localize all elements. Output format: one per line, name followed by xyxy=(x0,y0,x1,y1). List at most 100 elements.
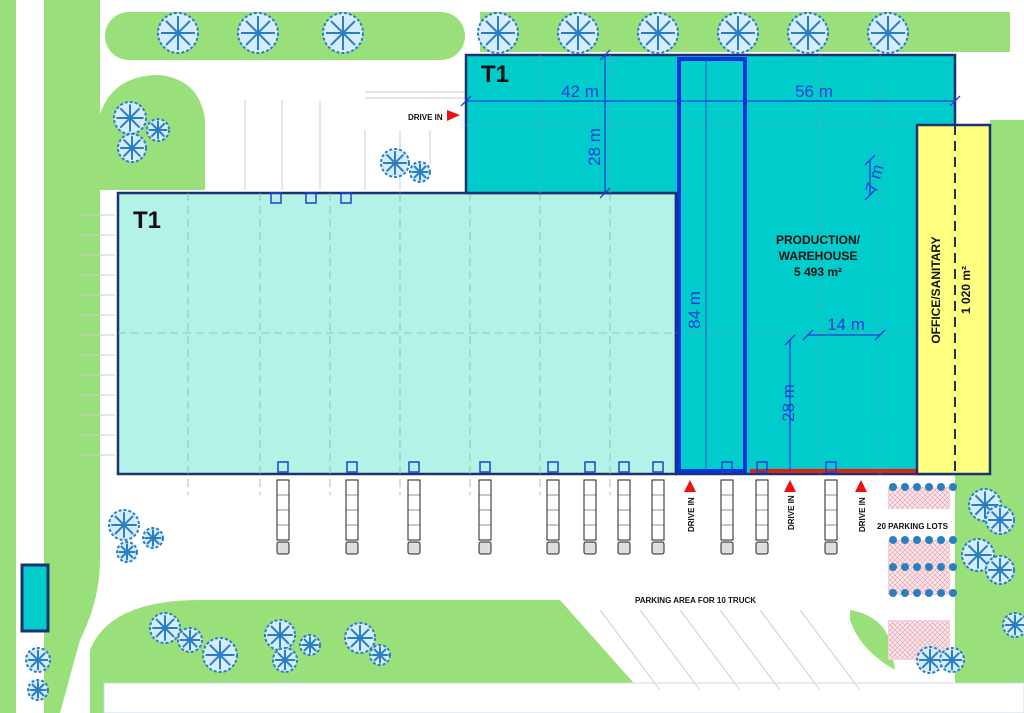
bollard xyxy=(913,536,921,544)
tree-icon xyxy=(264,619,296,651)
tree-icon xyxy=(916,646,944,674)
bollard xyxy=(949,536,957,544)
drive-in-label-top: DRIVE IN xyxy=(408,113,443,122)
bollard xyxy=(925,563,933,571)
tree-icon xyxy=(985,505,1015,535)
tree-icon xyxy=(557,12,599,54)
gate-booth xyxy=(20,563,50,633)
bollard xyxy=(913,589,921,597)
dimension-42m: 42 m xyxy=(561,82,599,101)
dock-door xyxy=(340,192,352,204)
bollard xyxy=(925,483,933,491)
dock-door xyxy=(479,461,491,473)
tree-icon xyxy=(25,647,51,673)
dock-door xyxy=(408,461,420,473)
tree-icon xyxy=(787,12,829,54)
dock-door xyxy=(346,461,358,473)
bollard xyxy=(901,483,909,491)
tree-icon xyxy=(157,12,199,54)
tree-icon xyxy=(202,637,238,673)
dock-door xyxy=(618,461,630,473)
grid-lines-teal xyxy=(466,55,955,474)
truck-icon xyxy=(407,479,421,555)
bollard xyxy=(937,589,945,597)
tree-icon xyxy=(409,161,431,183)
tree-icon xyxy=(344,622,376,654)
t1-label-top: T1 xyxy=(481,61,509,88)
bollard xyxy=(949,589,957,597)
tree-icon xyxy=(322,12,364,54)
office-title: OFFICE/SANITARY xyxy=(929,236,943,343)
dimension-14m: 14 m xyxy=(827,315,865,334)
tree-icon xyxy=(867,12,909,54)
dock-door xyxy=(825,461,837,473)
dock-door xyxy=(756,461,768,473)
tree-icon xyxy=(117,133,147,163)
road-bottom xyxy=(103,682,1024,713)
tree-icon xyxy=(1002,612,1024,638)
parking-stripes xyxy=(80,91,861,691)
bollard xyxy=(937,483,945,491)
building-production-warehouse xyxy=(464,53,957,476)
bollard xyxy=(949,563,957,571)
truck-parking-label: PARKING AREA FOR 10 TRUCK xyxy=(635,596,756,605)
bollard xyxy=(925,589,933,597)
bollard xyxy=(925,536,933,544)
tree-icon xyxy=(477,12,519,54)
bollard xyxy=(913,483,921,491)
drive-in-arrows-bottom xyxy=(684,480,867,492)
production-title-2: WAREHOUSE xyxy=(779,249,858,263)
tree-icon xyxy=(237,12,279,54)
building-t1-storage xyxy=(116,191,678,476)
truck-icon xyxy=(583,479,597,555)
trees xyxy=(25,12,1024,701)
dock-door xyxy=(547,461,559,473)
tree-icon xyxy=(985,555,1015,585)
tree-icon xyxy=(116,541,138,563)
dimension-56m: 56 m xyxy=(795,82,833,101)
bollard xyxy=(913,563,921,571)
t1-label-left: T1 xyxy=(133,207,161,234)
bollard xyxy=(949,483,957,491)
truck-icon xyxy=(345,479,359,555)
dock-door xyxy=(584,461,596,473)
parking-lots-label: 20 PARKING LOTS xyxy=(877,522,949,531)
bollard xyxy=(889,536,897,544)
loading-docks xyxy=(270,192,837,473)
dimension-28m-bottom: 28 m xyxy=(779,384,798,422)
dimension-84m: 84 m xyxy=(685,291,704,329)
dock-door xyxy=(277,461,289,473)
tree-icon xyxy=(380,148,410,178)
truck-icon xyxy=(546,479,560,555)
tree-icon xyxy=(149,612,181,644)
drive-in-label-2: DRIVE IN xyxy=(787,495,796,530)
bollard xyxy=(889,563,897,571)
tree-icon xyxy=(27,679,49,701)
bollard xyxy=(937,563,945,571)
truck-icon xyxy=(276,479,290,555)
production-area: 5 493 m² xyxy=(794,265,842,279)
truck-icon xyxy=(478,479,492,555)
car-parking xyxy=(888,483,957,660)
dock-door xyxy=(270,192,282,204)
tree-icon xyxy=(939,647,965,673)
truck-icon xyxy=(651,479,665,555)
dock-door xyxy=(721,461,733,473)
office-sanitary-block xyxy=(915,123,992,476)
tree-icon xyxy=(717,12,759,54)
building-bay-outline xyxy=(677,57,747,473)
truck-icon xyxy=(720,479,734,555)
tree-icon xyxy=(637,12,679,54)
tree-icon xyxy=(177,627,203,653)
dimension-28m-top: 28 m xyxy=(585,128,604,166)
tree-icon xyxy=(113,101,147,135)
grid-lines xyxy=(118,193,676,495)
tree-icon xyxy=(108,509,140,541)
dock-door xyxy=(652,461,664,473)
bollard xyxy=(937,536,945,544)
production-title-1: PRODUCTION/ xyxy=(776,233,861,247)
bollard xyxy=(889,483,897,491)
drive-in-arrow-icon xyxy=(447,110,460,121)
tree-icon xyxy=(369,644,391,666)
